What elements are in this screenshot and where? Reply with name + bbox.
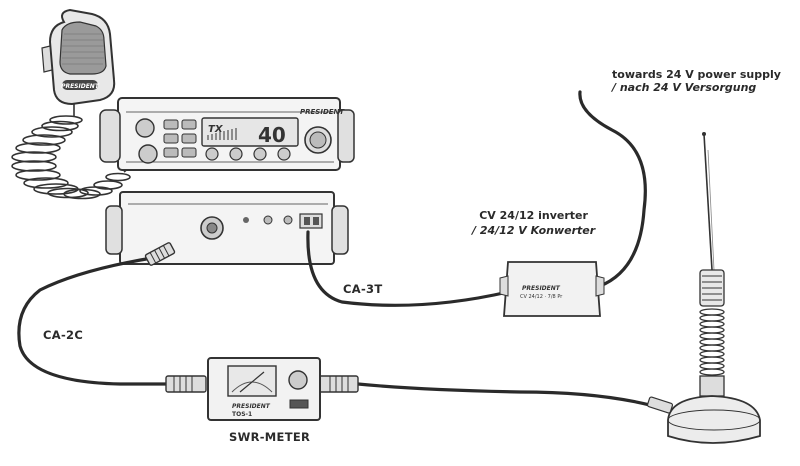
radio-display-channel: 40 [258,123,286,147]
antenna [667,132,761,444]
antenna-cable-plug [646,396,674,414]
inverter-model: CV 24/12 · 7/8 Pr [520,294,563,300]
radio-brand: PRESIDENT [300,108,345,116]
cable-ca2c-label: CA-2C [43,328,84,342]
swr-meter-label: SWR-METER [229,430,311,444]
power-supply-label-line2: / nach 24 V Versorgung [612,81,757,94]
cable-swr-antenna [356,382,670,412]
microphone: PRESIDENT [41,8,116,106]
power-supply-label-line1: towards 24 V power supply [612,68,781,81]
ca2c-plug-radio [144,242,176,266]
cable-power-supply [578,90,647,288]
swr-model: TOS-1 [232,411,252,418]
inverter-brand: PRESIDENT [522,285,561,292]
inverter-label-line1: CV 24/12 inverter [479,209,588,222]
mic-brand: PRESIDENT [61,83,100,90]
inverter-label-line2: / 24/12 V Konwerter [472,224,596,237]
cb-radio: TX 40 PRESIDENT [99,97,355,171]
power-supply-label: towards 24 V power supply / nach 24 V Ve… [612,68,781,94]
cable-ca3t-label: CA-3T [343,282,383,296]
interface-box [105,191,349,265]
radio-display-tx: TX [208,124,224,135]
swr-meter: PRESIDENT TOS-1 [165,357,359,421]
cable-ca2c [17,256,170,386]
swr-brand: PRESIDENT [232,403,271,410]
cable-ca3t [306,230,510,307]
cv-inverter: PRESIDENT CV 24/12 · 7/8 Pr [499,261,605,317]
inverter-label: CV 24/12 inverter / 24/12 V Konwerter [472,208,595,238]
